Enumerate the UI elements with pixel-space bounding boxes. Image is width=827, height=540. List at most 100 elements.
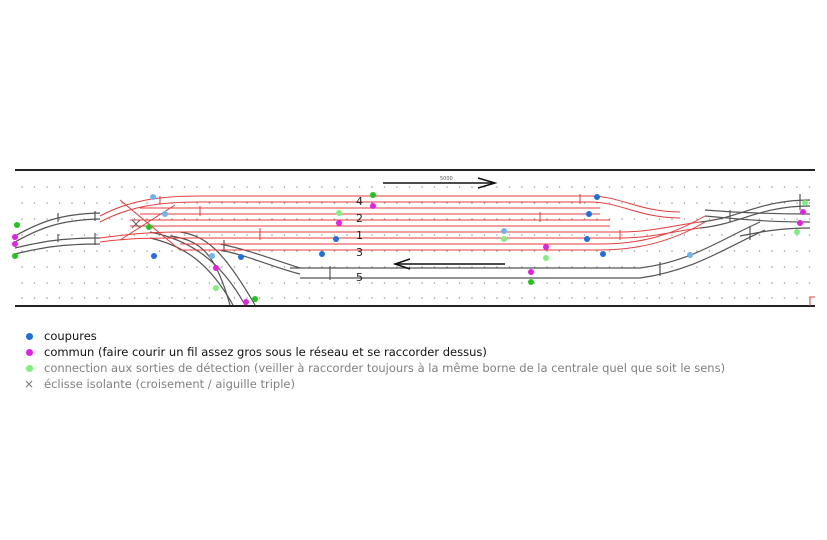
grid-dot (733, 266, 736, 268)
legend-item-eclisse: × éclisse isolante (croisement / aiguill… (22, 376, 725, 392)
grid-dot (758, 202, 761, 204)
grid-dot (321, 218, 323, 220)
grid-dot (533, 234, 536, 236)
grid-dot (583, 250, 586, 252)
grid-dot (83, 234, 86, 236)
grid-dot (571, 186, 573, 188)
grid-dot (308, 234, 311, 236)
cut-marker (238, 254, 244, 260)
grid-dot (83, 250, 86, 252)
grid-dot (296, 234, 298, 236)
grid-dot (808, 186, 811, 188)
detection-marker (501, 236, 507, 242)
grid-dot (383, 282, 386, 284)
grid-dot (46, 202, 48, 204)
grid-dot (483, 202, 486, 204)
grid-dot (333, 250, 336, 252)
grid-dot (458, 250, 461, 252)
grid-dot (758, 218, 761, 220)
common-marker (336, 220, 342, 226)
grid-dot (158, 282, 161, 284)
grid-dot (783, 297, 786, 299)
grid-dot (221, 186, 223, 188)
grid-dot (708, 282, 711, 284)
grid-dot (283, 186, 286, 188)
grid-dot (721, 186, 723, 188)
grid-dot (383, 297, 386, 299)
grid-dot (96, 266, 98, 268)
grid-dot (808, 218, 811, 220)
grid-dot (58, 297, 61, 299)
grid-dot (521, 234, 523, 236)
grid-dot (483, 282, 486, 284)
grid-dot (596, 282, 598, 284)
grid-dot (758, 186, 761, 188)
grid-dot (358, 202, 361, 204)
grid-dot (283, 250, 286, 252)
grid-dot (446, 234, 448, 236)
grid-dot (558, 186, 561, 188)
grid-dot (108, 282, 111, 284)
grid-dot (371, 282, 373, 284)
grid-dot (758, 234, 761, 236)
grid-dot (696, 282, 698, 284)
grid-dot (696, 186, 698, 188)
grid-dot (733, 297, 736, 299)
grid-dot (146, 202, 148, 204)
grid-dot (546, 234, 548, 236)
grid-dot (208, 297, 211, 299)
grid-dot (346, 250, 348, 252)
grid-dot (658, 250, 661, 252)
grid-dot (808, 282, 811, 284)
grid-dot (146, 282, 148, 284)
grid-dot (758, 282, 761, 284)
grid-dot (796, 250, 798, 252)
grid-dot (246, 186, 248, 188)
grid-dot (433, 250, 436, 252)
grid-dot (808, 250, 811, 252)
grid-dot (371, 250, 373, 252)
detection-marker (543, 255, 549, 261)
grid-dot (108, 186, 111, 188)
grid-dot (296, 282, 298, 284)
grid-dot (583, 297, 586, 299)
grid-dot (21, 218, 23, 220)
grid-dot (346, 234, 348, 236)
grid-dot (258, 250, 261, 252)
grid-dot (571, 218, 573, 220)
grid-dot (408, 282, 411, 284)
grid-dot (21, 234, 23, 236)
grid-dot (783, 234, 786, 236)
grid-dot (71, 282, 73, 284)
grid-dot (646, 218, 648, 220)
grid-dot (208, 234, 211, 236)
grid-dot (58, 250, 61, 252)
grid-dot (58, 218, 61, 220)
grid-dot (58, 266, 61, 268)
grid-dot (533, 282, 536, 284)
grid-dot (146, 218, 148, 220)
grid-dot (433, 202, 436, 204)
grid-dot (146, 250, 148, 252)
grid-dot (671, 218, 673, 220)
grid-dot (471, 234, 473, 236)
grid-dot (571, 250, 573, 252)
grid-dot (196, 202, 198, 204)
grid-dot (308, 218, 311, 220)
grid-dot (58, 282, 61, 284)
grid-dot (683, 297, 686, 299)
grid-dot (196, 234, 198, 236)
grid-dot (696, 297, 698, 299)
grid-dot (121, 266, 123, 268)
grid-dot (46, 282, 48, 284)
grid-dot (633, 186, 636, 188)
grid-dot (33, 250, 36, 252)
grid-dot (546, 297, 548, 299)
grid-dot (283, 202, 286, 204)
grid-dot (808, 234, 811, 236)
grid-dot (458, 186, 461, 188)
cross-icon: × (23, 377, 35, 391)
grid-dot (283, 282, 286, 284)
grid-dot (296, 297, 298, 299)
grid-dot (183, 297, 186, 299)
